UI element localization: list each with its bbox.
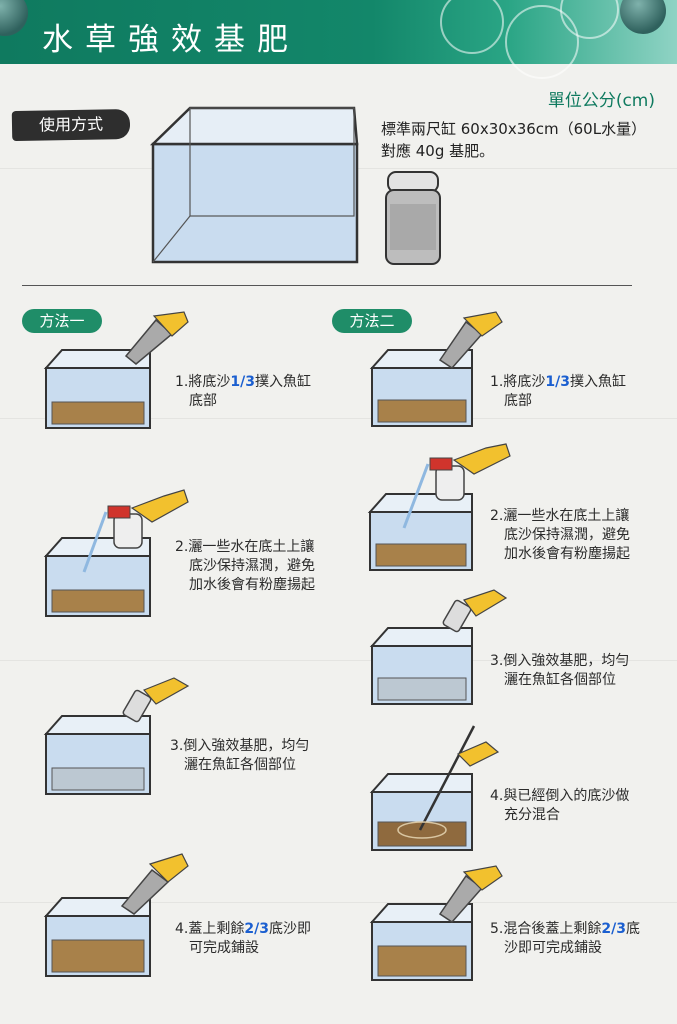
paper-fold xyxy=(0,902,677,903)
tank-cover-sand-illustration xyxy=(43,853,189,977)
method2-label: 方法二 xyxy=(332,309,412,333)
paper-fold xyxy=(0,660,677,661)
method1-step-2: 2.灑一些水在底土上讓 底沙保持濕潤，避免 加水後會有粉塵揚起 xyxy=(175,539,315,593)
fertilizer-jar-illustration xyxy=(385,171,441,265)
method2-step-4: 4.與已經倒入的底沙做 充分混合 xyxy=(490,788,630,823)
method1-label: 方法一 xyxy=(22,309,102,333)
method1-step-4: 4.蓋上剩餘2/3底沙即 可完成鋪設 xyxy=(175,921,311,956)
tank-spray-water-illustration xyxy=(43,489,189,617)
method1-step-3: 3.倒入強效基肥，均勻 灑在魚缸各個部位 xyxy=(170,738,310,773)
tank-mix-illustration xyxy=(369,725,500,851)
tank-pour-sand-illustration xyxy=(369,311,503,427)
bubble-decoration xyxy=(505,5,579,79)
paper-fold xyxy=(0,418,677,419)
divider xyxy=(22,285,632,286)
method2-step-3: 3.倒入強效基肥，均勻 灑在魚缸各個部位 xyxy=(490,653,630,688)
bubble-decoration xyxy=(440,0,504,54)
method2-step-2: 2.灑一些水在底土上讓 底沙保持濕潤，避免 加水後會有粉塵揚起 xyxy=(490,508,630,562)
method2-step-1: 1.將底沙1/3撲入魚缸 底部 xyxy=(490,374,626,409)
spec-text: 標準兩尺缸 60x30x36cm（60L水量） 對應 40g 基肥。 xyxy=(381,118,671,162)
spec-line: 對應 40g 基肥。 xyxy=(381,142,495,160)
method1-step-1: 1.將底沙1/3撲入魚缸 底部 xyxy=(175,374,311,409)
header-banner: 水草強效基肥 xyxy=(0,0,677,79)
method2-step-5: 5.混合後蓋上剩餘2/3底 沙即可完成鋪設 xyxy=(490,921,640,956)
tank-pour-fertilizer-illustration xyxy=(43,677,190,795)
tank-spray-water-illustration xyxy=(367,443,511,571)
usage-label: 使用方式 xyxy=(11,108,131,142)
tank-cover-sand-illustration xyxy=(369,865,503,981)
tank-pour-sand-illustration xyxy=(43,311,189,429)
large-tank-illustration xyxy=(149,106,359,264)
spec-line: 標準兩尺缸 60x30x36cm（60L水量） xyxy=(381,120,647,138)
unit-note: 單位公分(cm) xyxy=(547,91,655,111)
page-title: 水草強效基肥 xyxy=(42,22,300,58)
tank-pour-fertilizer-illustration xyxy=(369,589,508,705)
